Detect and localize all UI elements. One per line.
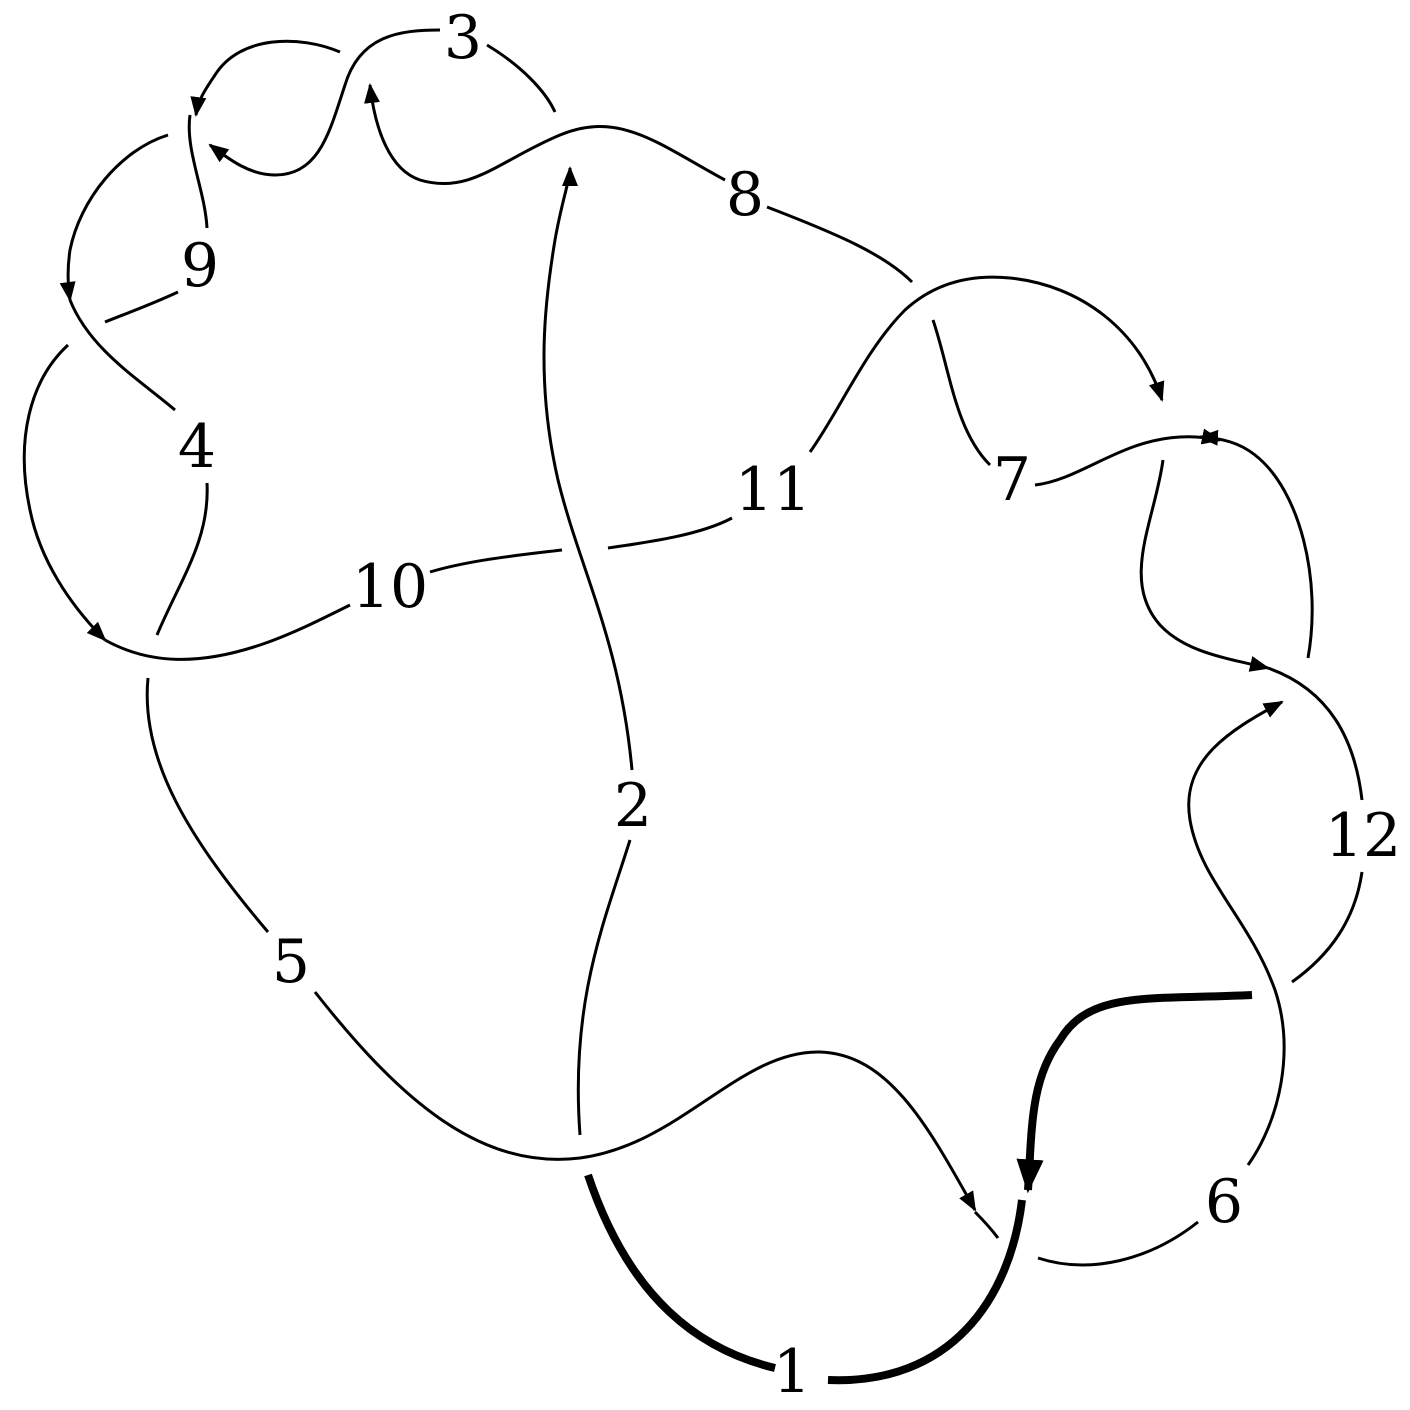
arc-label-1: 1 — [773, 1337, 811, 1407]
arc-label-11: 11 — [735, 455, 811, 525]
arc-label-6: 6 — [1205, 1167, 1243, 1237]
arc-label-7: 7 — [993, 445, 1031, 515]
arc-label-12: 12 — [1325, 801, 1401, 871]
arc-11-strand — [607, 516, 733, 550]
arc-6-strand — [1187, 700, 1286, 1166]
arc-7-strand — [931, 319, 992, 467]
arc-label-10: 10 — [352, 552, 428, 622]
arc-5-strand — [145, 677, 270, 933]
arc-8-strand — [364, 83, 726, 186]
arc-3-strand-b — [208, 28, 441, 177]
arc-2-strand — [542, 168, 634, 1136]
arc-7-strand-b — [1034, 428, 1222, 487]
arc-9-strand-b — [187, 114, 209, 229]
arc-12-strand-a — [1198, 429, 1314, 659]
arc-5-strand-b — [313, 991, 977, 1212]
arc-3-strand-c — [486, 43, 557, 113]
arc-4-strand — [68, 299, 176, 412]
arc-10-strand-c — [429, 548, 563, 574]
arc-10-strand — [22, 343, 107, 642]
arc-label-4: 4 — [178, 412, 216, 482]
arc-12-strand-b — [1139, 459, 1270, 672]
arc-1-strand-lower-right — [827, 1199, 1026, 1385]
arc-label-3: 3 — [444, 3, 482, 73]
arc-12-strand-d — [1291, 871, 1364, 984]
arc-3-strand — [190, 39, 341, 117]
arc-label-9: 9 — [181, 231, 219, 301]
arc-1-strand-upper — [1016, 991, 1253, 1194]
arc-10-strand-b — [104, 603, 351, 661]
arc-9-strand — [59, 133, 169, 302]
arc-8-strand-b — [766, 205, 914, 284]
arc-label-5: 5 — [272, 927, 310, 997]
arc-6-strand-b — [1037, 1220, 1199, 1267]
arc-12-strand-c — [1267, 666, 1364, 801]
arc-label-2: 2 — [614, 771, 652, 841]
arc-11-strand-b — [808, 275, 1165, 453]
arc-label-8: 8 — [726, 160, 764, 230]
arc-4-strand-b — [155, 482, 209, 636]
arc-5-strand-c — [973, 1210, 1000, 1239]
arc-1-strand — [584, 1173, 776, 1372]
arc-9-strand-c — [104, 290, 179, 324]
